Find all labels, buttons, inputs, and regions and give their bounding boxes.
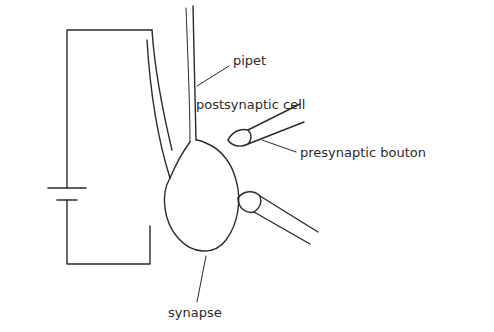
presynaptic-bouton <box>228 122 304 146</box>
pipet-wall <box>193 6 196 140</box>
presynaptic-bouton <box>248 130 251 144</box>
part-label: synapse <box>168 306 222 320</box>
presynaptic-bouton <box>254 196 261 212</box>
battery-plate <box>48 187 86 189</box>
part-label: presynaptic bouton <box>300 146 426 160</box>
circuit-wire <box>67 30 152 188</box>
leader-line <box>197 256 206 302</box>
postsynaptic-cell-outline <box>164 140 238 251</box>
battery-plate <box>57 199 77 201</box>
circuit-wire <box>67 200 150 264</box>
part-label: postsynaptic cell <box>196 98 305 112</box>
pipet-wall <box>147 40 170 178</box>
leader-line <box>197 66 229 86</box>
pipet-wall <box>186 8 190 142</box>
electrode-wire <box>152 30 172 150</box>
part-label: pipet <box>233 54 266 68</box>
presynaptic-bouton <box>238 198 310 244</box>
pipet-tip-seal <box>170 142 190 178</box>
leader-line <box>262 140 296 152</box>
